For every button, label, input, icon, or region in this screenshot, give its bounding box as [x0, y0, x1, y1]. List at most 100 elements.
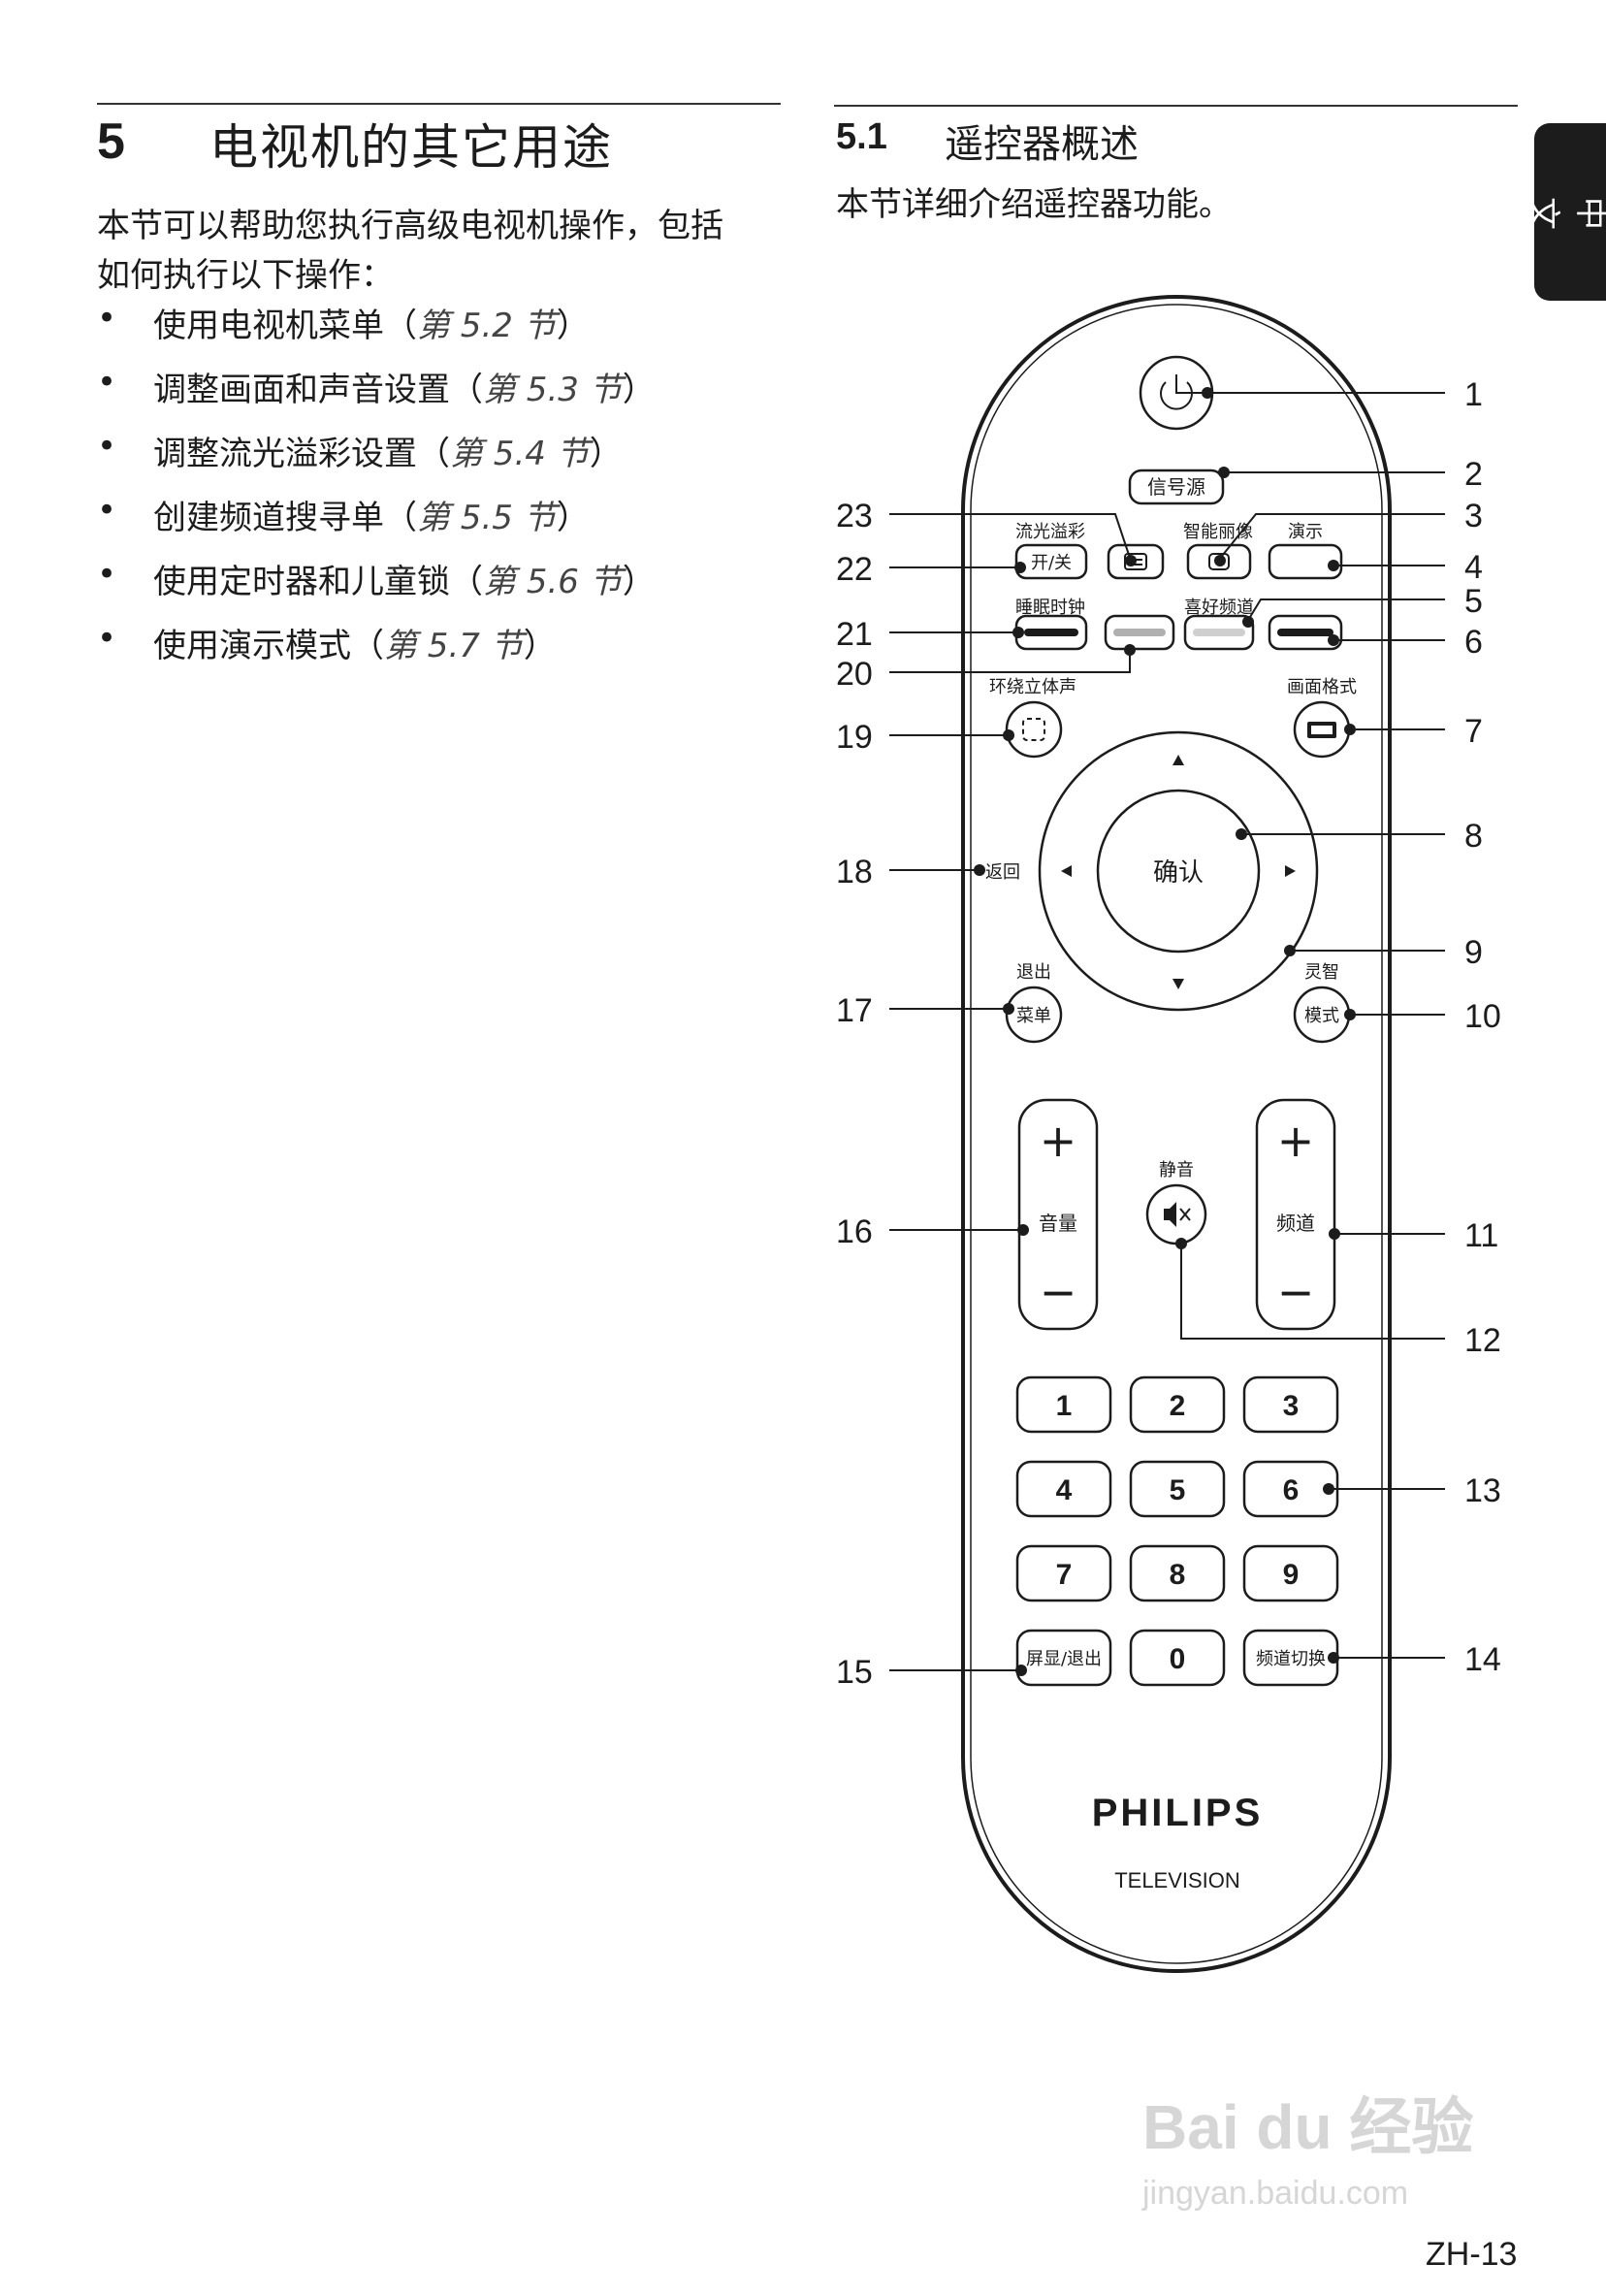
ok-button[interactable]: 确认 — [1096, 789, 1261, 954]
chapter-title: 电视机的其它用途 — [209, 119, 613, 176]
channel-swap-button[interactable]: 频道切换 — [1242, 1629, 1339, 1687]
arrow-down-icon[interactable] — [1172, 979, 1184, 989]
callout-4: 4 — [1464, 549, 1483, 586]
osd-exit-label: 屏显/退出 — [1026, 1649, 1102, 1669]
surround-icon — [1022, 718, 1045, 741]
picture-format-label: 画面格式 — [1287, 677, 1357, 697]
section-intro: 本节详细介绍遥控器功能。 — [836, 185, 1232, 224]
volume-rocker[interactable]: + 音量 − — [1017, 1098, 1099, 1331]
source-button[interactable]: 信号源 — [1128, 469, 1225, 505]
digit-button-1[interactable]: 1 — [1015, 1375, 1112, 1434]
digit-button-5[interactable]: 5 — [1129, 1460, 1226, 1518]
section-reference: 第 5.2 节 — [417, 307, 557, 345]
mute-label: 静音 — [1159, 1160, 1194, 1180]
yellow-button[interactable] — [1183, 614, 1255, 651]
channel-up-icon[interactable]: + — [1277, 1115, 1315, 1167]
remote-body-inner — [970, 304, 1383, 1964]
digit-button-0[interactable]: 0 — [1129, 1629, 1226, 1687]
mute-button[interactable] — [1145, 1183, 1207, 1245]
callout-13: 13 — [1464, 1472, 1501, 1509]
bullet-close: ） — [589, 435, 623, 473]
digit-label: 7 — [1056, 1559, 1073, 1591]
intro-paragraph: 本节可以帮助您执行高级电视机操作，包括 如何执行以下操作： — [97, 202, 776, 301]
watermark-url: jingyan.baidu.com — [1142, 2175, 1409, 2212]
bullet-dot: • — [97, 491, 117, 530]
volume-label: 音量 — [1039, 1212, 1077, 1235]
section-top-rule — [834, 105, 1518, 107]
arrow-left-icon[interactable] — [1061, 865, 1072, 877]
ambilight-label: 流光溢彩 — [1015, 522, 1085, 542]
digit-button-7[interactable]: 7 — [1015, 1544, 1112, 1602]
channel-down-icon[interactable]: − — [1277, 1266, 1315, 1318]
callout-leaders-right — [1175, 387, 1445, 1664]
bullet-text: 调整流光溢彩设置（ — [153, 435, 450, 473]
callout-numbers: 1 2 3 4 5 6 7 8 9 10 11 12 13 14 15 16 1… — [836, 376, 1501, 1691]
digit-button-2[interactable]: 2 — [1129, 1375, 1226, 1434]
digit-button-6[interactable]: 6 — [1242, 1460, 1339, 1518]
back-label[interactable]: 返回 — [985, 862, 1020, 883]
bullet-dot: • — [97, 299, 117, 338]
exit-label: 退出 — [1016, 962, 1051, 983]
bullet-close: ） — [556, 499, 590, 537]
picture-format-button[interactable] — [1293, 700, 1351, 759]
channel-label: 频道 — [1276, 1212, 1315, 1235]
section-title: 遥控器概述 — [945, 122, 1139, 167]
callout-5: 5 — [1464, 583, 1483, 620]
osd-exit-button[interactable]: 屏显/退出 — [1015, 1629, 1112, 1687]
page-number: ZH-13 — [1426, 2236, 1518, 2273]
arrow-right-icon[interactable] — [1285, 865, 1296, 877]
callout-10: 10 — [1464, 998, 1501, 1035]
bullet-close: ） — [556, 307, 590, 345]
volume-down-icon[interactable]: − — [1040, 1266, 1077, 1318]
demo-button[interactable] — [1268, 543, 1343, 580]
digit-button-4[interactable]: 4 — [1015, 1460, 1112, 1518]
mode-button[interactable]: 模式 — [1293, 986, 1351, 1044]
digit-label: 6 — [1283, 1474, 1300, 1506]
callout-23: 23 — [836, 498, 873, 534]
ambilight-button-label: 开/关 — [1031, 553, 1072, 573]
menu-button[interactable]: 菜单 — [1005, 986, 1063, 1044]
callout-8: 8 — [1464, 818, 1483, 855]
callout-22: 22 — [836, 551, 873, 588]
callout-7: 7 — [1464, 713, 1483, 750]
digit-button-3[interactable]: 3 — [1242, 1375, 1339, 1434]
arrow-up-icon[interactable] — [1172, 755, 1184, 765]
callout-20: 20 — [836, 656, 873, 693]
yellow-color-bar — [1193, 629, 1245, 636]
watermark: Bai du 经验 jingyan.baidu.com — [1142, 2078, 1473, 2213]
bullet-close: ） — [622, 563, 656, 601]
callout-21: 21 — [836, 616, 873, 653]
smart-picture-label: 智能丽像 — [1183, 522, 1253, 542]
blue-button[interactable] — [1268, 614, 1343, 651]
callout-3: 3 — [1464, 498, 1483, 534]
ambilight-toggle-button[interactable]: 开/关 — [1014, 543, 1088, 580]
red-color-bar — [1024, 629, 1078, 636]
mode-button-label: 模式 — [1304, 1006, 1339, 1026]
intro-line-1: 本节可以帮助您执行高级电视机操作，包括 — [97, 207, 723, 245]
bullet-text: 创建频道搜寻单（ — [153, 499, 417, 537]
channel-rocker[interactable]: + 频道 − — [1255, 1098, 1336, 1331]
red-button[interactable] — [1014, 614, 1088, 651]
digit-button-8[interactable]: 8 — [1129, 1544, 1226, 1602]
bullet-close: ） — [523, 627, 557, 665]
green-color-bar — [1113, 629, 1166, 636]
mute-icon — [1164, 1202, 1191, 1227]
callout-18: 18 — [836, 854, 873, 890]
section-reference: 第 5.6 节 — [483, 563, 623, 601]
bullet-text: 使用演示模式（ — [153, 627, 384, 665]
callout-16: 16 — [836, 1213, 873, 1250]
bullet-close: ） — [622, 371, 656, 409]
digit-button-9[interactable]: 9 — [1242, 1544, 1339, 1602]
green-button[interactable] — [1104, 614, 1175, 651]
favorites-label: 喜好频道 — [1184, 598, 1254, 618]
demo-label: 演示 — [1288, 522, 1323, 542]
source-button-label: 信号源 — [1147, 475, 1205, 499]
volume-up-icon[interactable]: + — [1040, 1115, 1077, 1167]
callout-15: 15 — [836, 1654, 873, 1691]
bullet-dot: • — [97, 427, 117, 466]
section-reference: 第 5.4 节 — [450, 435, 590, 473]
section-reference: 第 5.7 节 — [384, 627, 524, 665]
surround-button[interactable] — [1005, 700, 1063, 759]
digit-label: 9 — [1283, 1559, 1300, 1591]
section-reference: 第 5.3 节 — [483, 371, 623, 409]
